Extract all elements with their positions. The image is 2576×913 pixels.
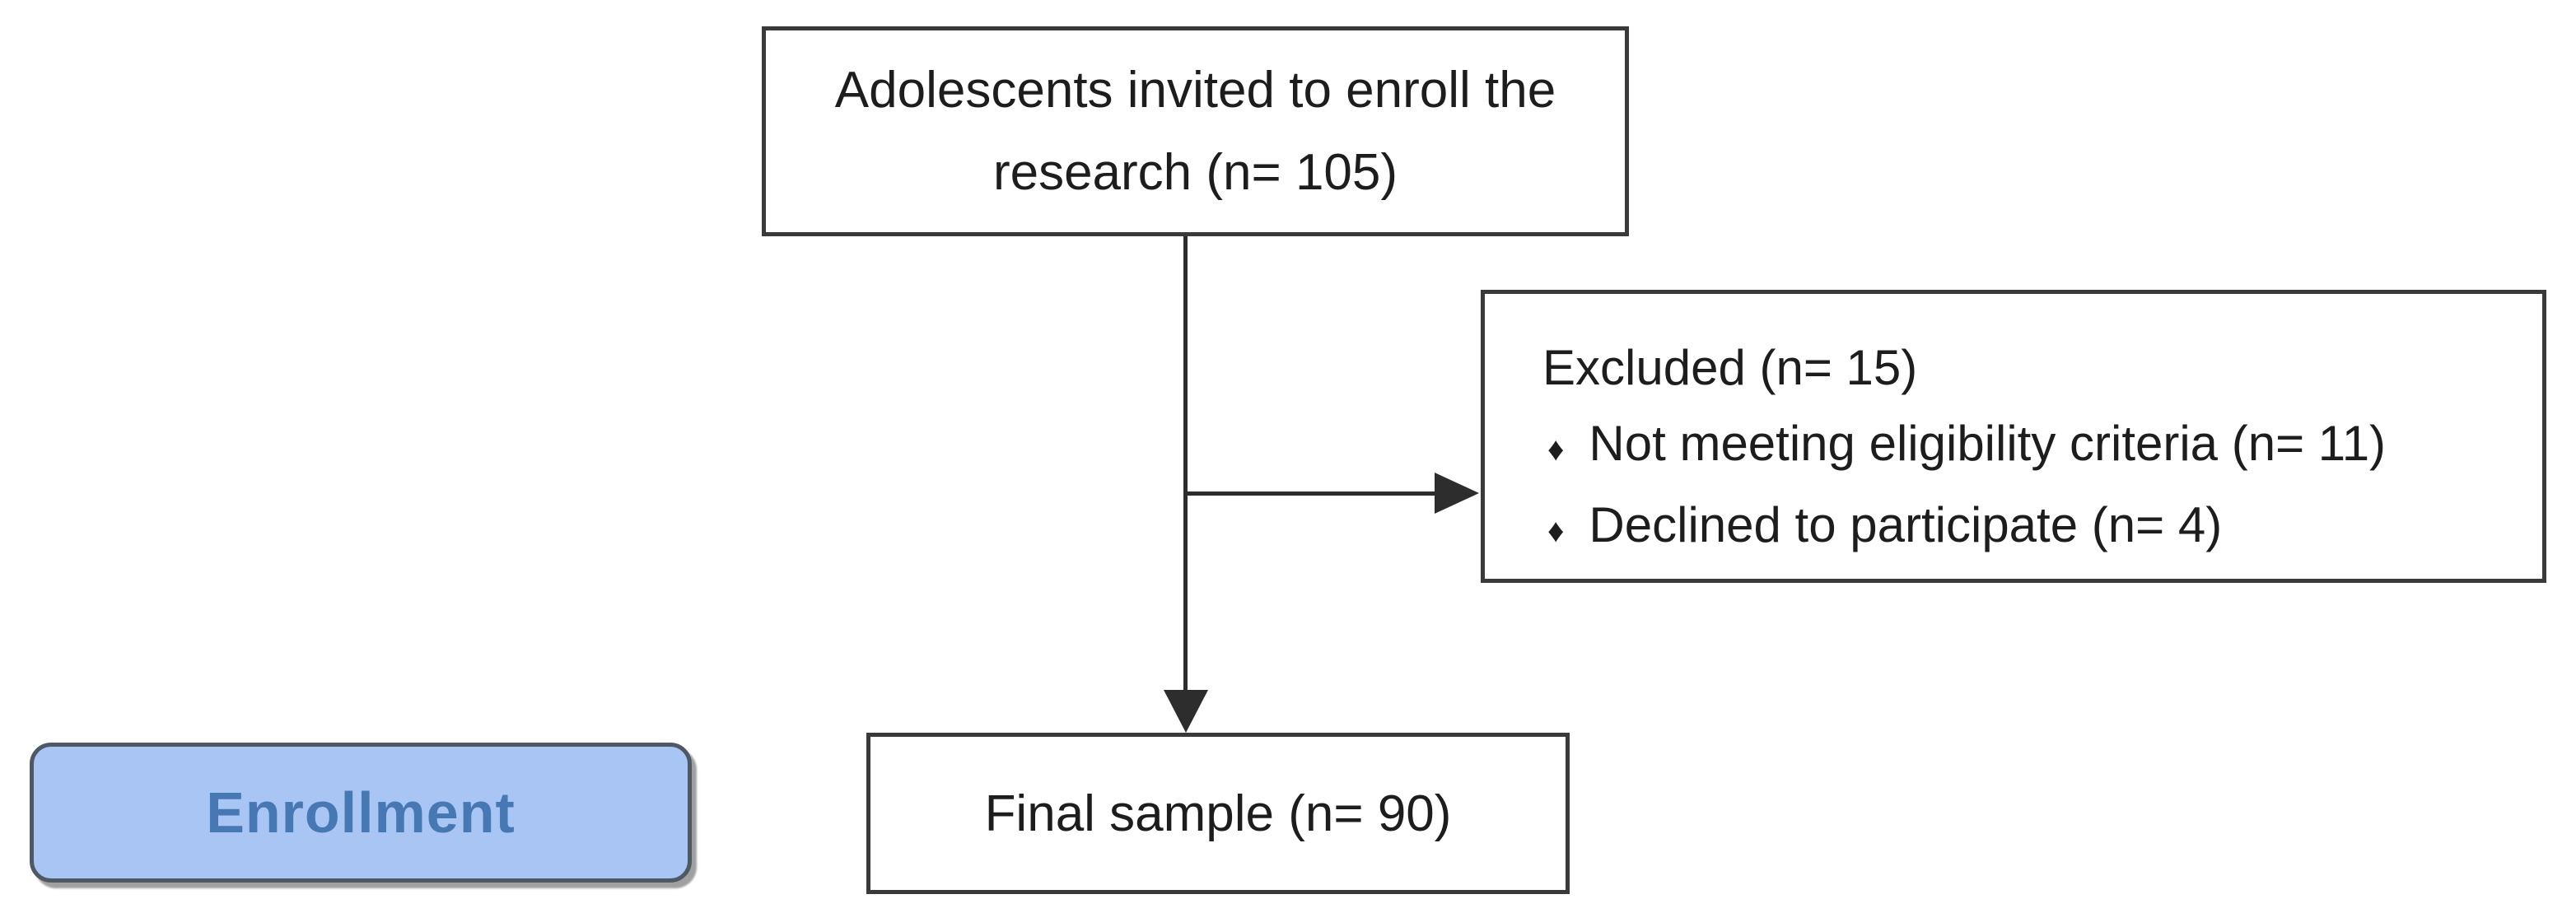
- excluded-bullet-item: ♦ Not meeting eligibility criteria (n= 1…: [1542, 406, 2518, 487]
- horizontal-connector-line: [1186, 491, 1435, 496]
- excluded-bullet-text: Declined to participate (n= 4): [1589, 497, 2223, 552]
- enrollment-stage-label: Enrollment: [206, 780, 516, 845]
- final-sample-box: Final sample (n= 90): [866, 733, 1570, 894]
- diamond-bullet-icon: ♦: [1547, 431, 1565, 468]
- invited-box-line2: research (n= 105): [992, 143, 1398, 201]
- invited-box: Adolescents invited to enroll the resear…: [762, 26, 1629, 236]
- arrowhead-down-icon: [1164, 690, 1208, 733]
- excluded-bullet-item: ♦ Declined to participate (n= 4): [1542, 487, 2518, 569]
- vertical-connector-line: [1183, 236, 1188, 690]
- diamond-bullet-icon: ♦: [1547, 513, 1565, 549]
- enrollment-stage-badge: Enrollment: [30, 743, 692, 883]
- excluded-box-title: Excluded (n= 15): [1542, 340, 1918, 395]
- excluded-box: Excluded (n= 15) ♦ Not meeting eligibili…: [1481, 290, 2546, 583]
- final-sample-label: Final sample (n= 90): [984, 785, 1452, 842]
- arrowhead-right-icon: [1435, 473, 1479, 514]
- invited-box-line1: Adolescents invited to enroll the: [834, 61, 1556, 119]
- excluded-bullet-text: Not meeting eligibility criteria (n= 11): [1589, 416, 2387, 471]
